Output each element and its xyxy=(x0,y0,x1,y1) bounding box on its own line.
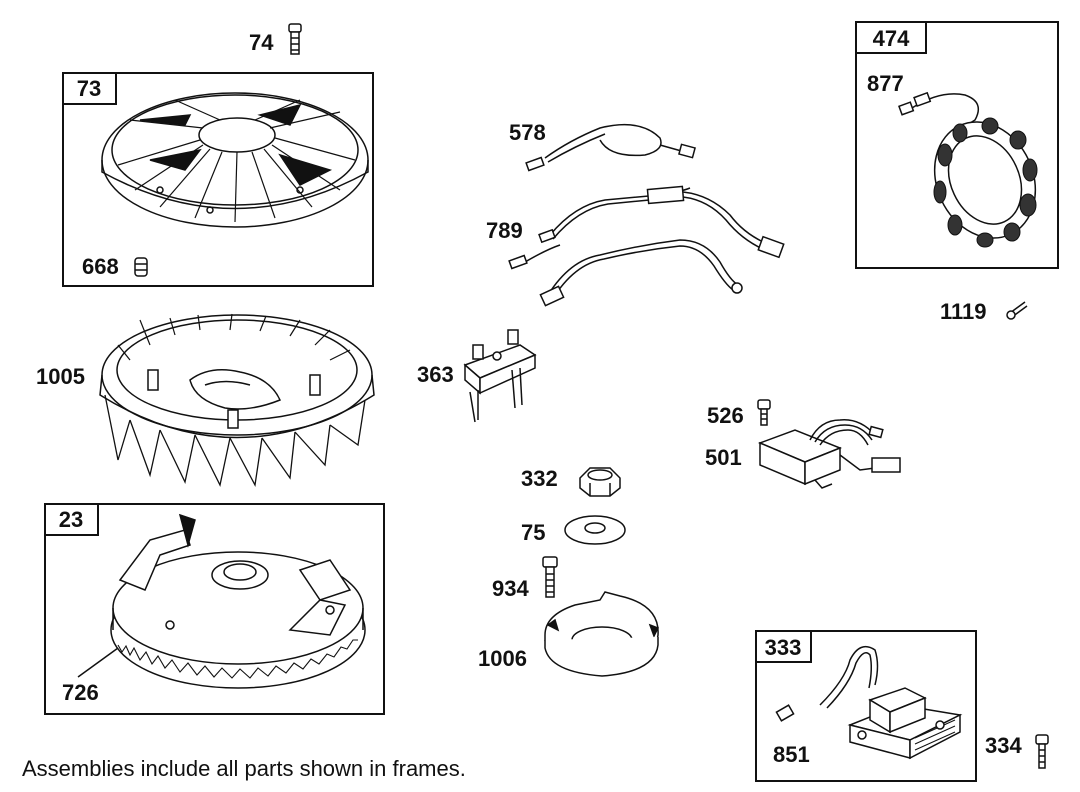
frame-23: 73 23 xyxy=(44,503,385,715)
screw-668-icon xyxy=(134,257,148,277)
washer-part-75 xyxy=(564,515,626,545)
screw-1119-icon xyxy=(1006,301,1028,320)
label-851: 851 xyxy=(773,742,810,767)
screw-334-icon xyxy=(1035,734,1049,769)
label-877: 877 xyxy=(867,71,904,96)
frame-333-label: 333 xyxy=(765,635,802,660)
leader-726 xyxy=(77,647,119,678)
label-363: 363 xyxy=(417,362,454,387)
label-75: 75 xyxy=(521,520,545,545)
label-1119: 1119 xyxy=(940,299,987,324)
alternator-part xyxy=(898,91,1038,248)
flywheel-part xyxy=(110,513,366,689)
label-332: 332 xyxy=(521,466,558,491)
label-74: 74 xyxy=(249,30,274,55)
frame-73: 73 xyxy=(62,72,374,287)
label-1005: 1005 xyxy=(36,364,85,389)
label-501: 501 xyxy=(705,445,742,470)
label-668: 668 xyxy=(82,254,119,279)
label-1006: 1006 xyxy=(478,646,527,671)
frame-73-label: 73 xyxy=(77,76,101,101)
label-334: 334 xyxy=(985,733,1022,758)
regulator-part-501 xyxy=(757,419,901,489)
screen-part-73 xyxy=(101,92,369,228)
frame-23-id: 23 xyxy=(59,507,83,532)
label-934: 934 xyxy=(492,576,529,601)
fan-part-1005 xyxy=(99,313,375,488)
frame-474-label: 474 xyxy=(873,26,910,51)
label-578: 578 xyxy=(509,120,546,145)
armature-part xyxy=(775,645,963,760)
frame-333: 333 xyxy=(755,630,977,782)
nut-part-332 xyxy=(579,467,621,497)
wire-part-578 xyxy=(525,123,696,172)
bracket-part-363 xyxy=(463,329,537,423)
label-726: 726 xyxy=(62,680,99,705)
ring-part-1006 xyxy=(544,591,660,677)
footnote: Assemblies include all parts shown in fr… xyxy=(22,756,466,781)
screw-934-icon xyxy=(542,556,558,598)
label-526: 526 xyxy=(707,403,744,428)
screw-74-icon xyxy=(288,23,302,55)
harness-part-789 xyxy=(508,185,785,307)
label-789: 789 xyxy=(486,218,523,243)
screw-526-icon xyxy=(757,399,771,426)
frame-474: 474 xyxy=(855,21,1059,269)
